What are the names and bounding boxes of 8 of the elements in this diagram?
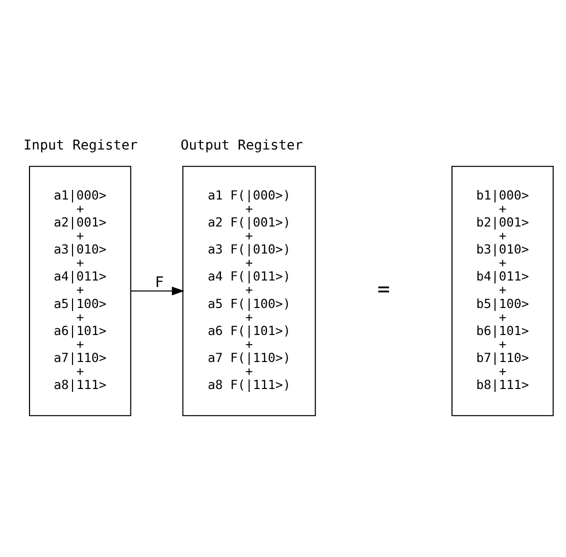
node-label: Output Register — [180, 137, 303, 154]
label: = — [377, 276, 390, 301]
node-box: a1|000> + a2|001> + a3|010> + a4|011> + a5|100> + a6|101> + a7|110> + a8|111> — [28, 165, 132, 416]
node-box: b1|000> + b2|001> + b3|010> + b4|011> + b5|100> + b6|101> + b7|110> + b8|111> — [451, 165, 554, 416]
node-box: a1 F(|000>) + a2 F(|001>) + a3 F(|010>) + a4 F(|011>) + a5 F(|100>) + a6 F(|101>) + a7 F(|110>) + a8 F(|111>) — [182, 165, 316, 416]
arrow — [130, 286, 184, 295]
node-label: Input Register — [24, 137, 138, 154]
edge-label: F — [154, 274, 164, 291]
